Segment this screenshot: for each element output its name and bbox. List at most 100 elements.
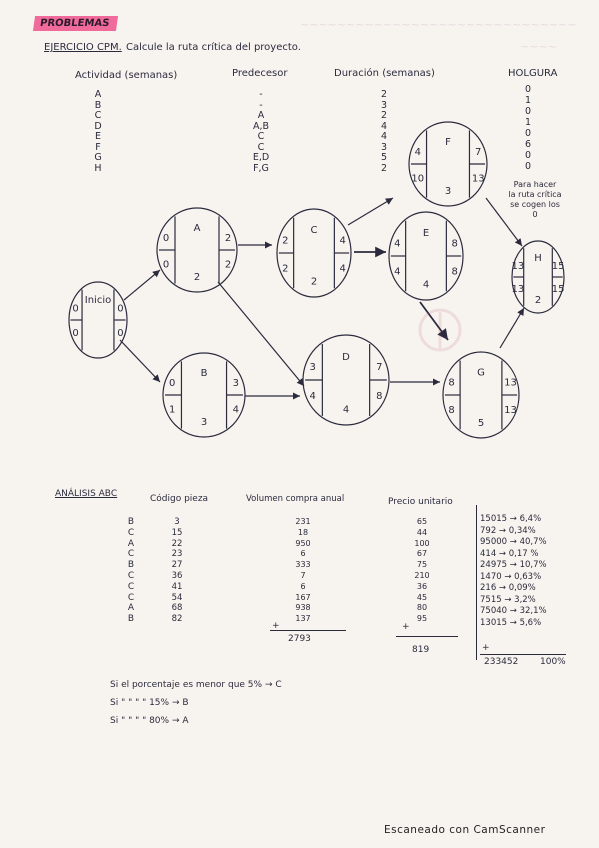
stamp-mark (418, 308, 462, 352)
bleed-through-text: ~~~~~~~~~~~~~~~~~~~~~~~~~~~~~~ (300, 18, 577, 31)
abc-header-volume: Volumen compra anual (246, 494, 345, 504)
node-b-late-finish: 4 (233, 405, 239, 416)
node-b-late-start: 1 (169, 405, 175, 416)
node-e-early-start: 4 (394, 238, 400, 249)
node-h-late-start: 13 (511, 284, 524, 295)
scanner-footer: Escaneado con CamScanner (384, 824, 546, 836)
node-e-early-finish: 8 (451, 238, 457, 249)
abc-products-column: 15015 → 6,4%792 → 0,34%95000 → 40,7%414 … (480, 514, 547, 628)
abc-header-code: Código pieza (150, 494, 209, 504)
node-d-early-finish: 7 (376, 362, 382, 373)
node-e (388, 211, 464, 301)
node-a-duration: 2 (194, 272, 200, 283)
volume-sum-line (270, 630, 346, 631)
edge-e-g (419, 301, 449, 341)
header-activity: Actividad (semanas) (75, 70, 178, 81)
node-d (302, 334, 390, 426)
node-d-late-start: 4 (309, 391, 315, 402)
node-c-duration: 2 (311, 277, 317, 288)
exercise-title: EJERCICIO CPM. (44, 42, 122, 53)
node-inicio-late-start: 0 (72, 328, 78, 339)
node-e-duration: 4 (423, 280, 429, 291)
percent-total: 100% (540, 657, 566, 667)
node-h-duration: 2 (535, 295, 541, 306)
header-predecessor: Predecesor (232, 68, 288, 79)
node-inicio (68, 281, 128, 359)
edge-c-f (347, 197, 394, 226)
node-f-label: F (445, 137, 451, 148)
node-inicio-early-finish: 0 (117, 304, 123, 315)
node-c-late-start: 2 (282, 263, 288, 274)
node-g-early-finish: 13 (504, 378, 517, 389)
price-plus: + (402, 622, 410, 632)
node-g-early-start: 8 (448, 378, 454, 389)
products-total: 233452 (484, 657, 519, 667)
volume-total: 2793 (288, 634, 311, 644)
node-g-late-start: 8 (448, 405, 454, 416)
node-f-late-start: 10 (411, 174, 424, 185)
edge-inicio-a (123, 269, 161, 301)
node-g-duration: 5 (478, 418, 484, 429)
exercise-instruction: Calcule la ruta crítica del proyecto. (126, 42, 301, 53)
abc-header-price: Precio unitario (388, 497, 453, 507)
node-c-label: C (311, 225, 318, 236)
node-a-late-finish: 2 (225, 260, 231, 271)
node-f-late-finish: 13 (472, 174, 485, 185)
node-inicio-label: Inicio (85, 295, 111, 306)
node-inicio-early-start: 0 (72, 304, 78, 315)
node-g-late-finish: 13 (504, 405, 517, 416)
edge-inicio-b (119, 339, 161, 383)
node-inicio-late-finish: 0 (117, 328, 123, 339)
price-sum-line (396, 636, 458, 637)
node-f-early-start: 4 (415, 147, 421, 158)
rule-a: Si " " " " 80% → A (110, 716, 189, 726)
node-f-early-finish: 7 (475, 147, 481, 158)
node-a (156, 207, 238, 293)
node-h-early-finish: 15 (552, 261, 565, 272)
header-slack: HOLGURA (508, 68, 558, 79)
rule-c: Si el porcentaje es menor que 5% → C (110, 680, 282, 690)
rule-b: Si " " " " 15% → B (110, 698, 189, 708)
node-b-duration: 3 (201, 417, 207, 428)
node-h (511, 240, 565, 314)
volume-plus: + (272, 621, 280, 631)
node-h-early-start: 13 (511, 261, 524, 272)
node-d-early-start: 3 (309, 362, 315, 373)
node-e-late-start: 4 (394, 266, 400, 277)
node-g-label: G (477, 368, 485, 379)
node-d-duration: 4 (343, 404, 349, 415)
node-b-early-finish: 3 (233, 378, 239, 389)
edge-a-d (217, 281, 305, 387)
node-a-late-start: 0 (163, 260, 169, 271)
node-d-late-finish: 8 (376, 391, 382, 402)
bleed-through-text: ~~~~ (520, 40, 557, 53)
node-c-early-start: 2 (282, 235, 288, 246)
node-a-early-finish: 2 (225, 233, 231, 244)
price-total: 819 (412, 645, 430, 655)
header-duration: Duración (semanas) (334, 68, 435, 79)
products-sum-line (480, 654, 566, 655)
node-c-early-finish: 4 (339, 235, 345, 246)
edge-g-h (499, 307, 525, 349)
node-a-early-start: 0 (163, 233, 169, 244)
node-g (442, 351, 520, 439)
node-f-duration: 3 (445, 186, 451, 197)
node-h-late-finish: 15 (552, 284, 565, 295)
node-b-label: B (201, 368, 208, 379)
products-divider (476, 505, 477, 660)
edge-f-h (485, 197, 523, 247)
node-f (408, 121, 488, 207)
node-h-label: H (534, 253, 542, 264)
node-a-label: A (194, 223, 201, 234)
node-c-late-finish: 4 (339, 263, 345, 274)
